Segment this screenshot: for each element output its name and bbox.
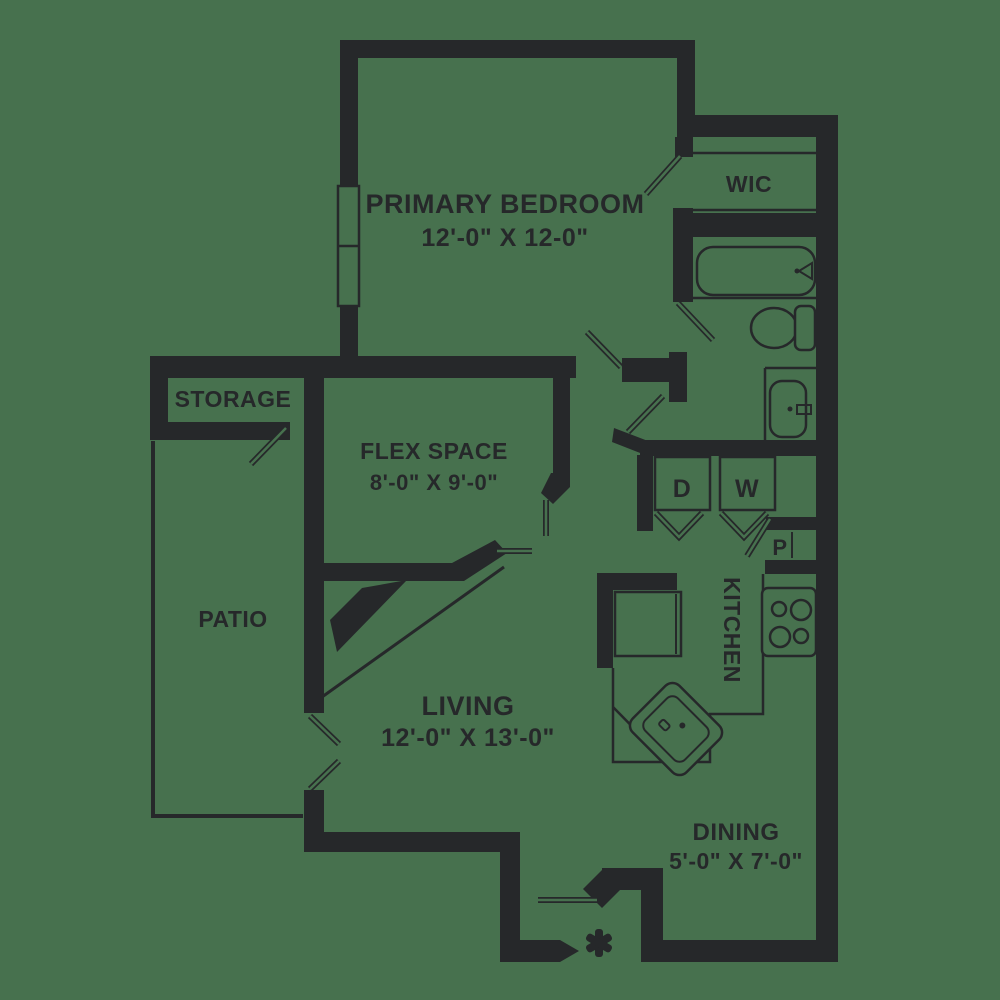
patio-outline: [151, 441, 303, 818]
bedroom-door: [584, 329, 624, 370]
burner: [768, 625, 792, 649]
washer-box: [718, 455, 777, 512]
room-dims-living: 12'-0" X 13'-0": [381, 724, 555, 752]
angled-passage-line: [321, 565, 505, 699]
room-labels: PRIMARY BEDROOM 12'-0" X 12-0" WIC STORA…: [175, 171, 803, 874]
room-dims-flex-space: 8'-0" X 9'-0": [370, 470, 498, 495]
pantry-label: P: [772, 535, 787, 560]
burner: [770, 600, 788, 618]
burner: [792, 627, 810, 645]
patio-french-door-lower: [307, 758, 342, 792]
wic-door: [643, 153, 683, 197]
room-label-living: LIVING: [421, 691, 514, 721]
burner: [789, 598, 813, 622]
kitchen-sink: [628, 681, 724, 777]
bathroom-sink: [768, 379, 812, 439]
stove: [760, 586, 818, 658]
entry-asterisk-icon: [585, 929, 613, 957]
room-label-dining: DINING: [693, 819, 780, 846]
walls: [150, 40, 838, 962]
vanity-counter: [763, 366, 816, 443]
toilet: [749, 304, 817, 352]
room-label-primary-bedroom: PRIMARY BEDROOM: [365, 189, 644, 219]
room-dims-primary-bedroom: 12'-0" X 12-0": [421, 224, 588, 252]
room-label-flex-space: FLEX SPACE: [360, 438, 508, 464]
pantry-door: [744, 517, 773, 558]
doors: [248, 153, 773, 903]
sink-drain-icon: [658, 718, 671, 732]
room-label-wic: WIC: [726, 171, 772, 197]
room-label-storage: STORAGE: [175, 386, 292, 412]
tub-faucet-icon: [797, 261, 813, 281]
washer-bifold-door: [718, 510, 770, 542]
washer-label: W: [735, 475, 759, 503]
dryer-label: D: [673, 475, 692, 503]
refrigerator: [613, 590, 683, 658]
dryer-bifold-door: [653, 510, 705, 542]
hall-door: [625, 393, 666, 435]
bathroom-door: [675, 300, 716, 343]
storage-door: [248, 425, 289, 467]
patio-french-door-upper: [307, 713, 342, 747]
sink-faucet-icon: [796, 404, 812, 415]
room-label-patio: PATIO: [198, 606, 267, 632]
bedroom-window: [336, 184, 361, 308]
room-dims-dining: 5'-0" X 7'-0": [669, 848, 803, 874]
room-label-kitchen: KITCHEN: [719, 577, 745, 683]
dryer-box: [653, 455, 712, 512]
bathtub: [695, 245, 817, 297]
